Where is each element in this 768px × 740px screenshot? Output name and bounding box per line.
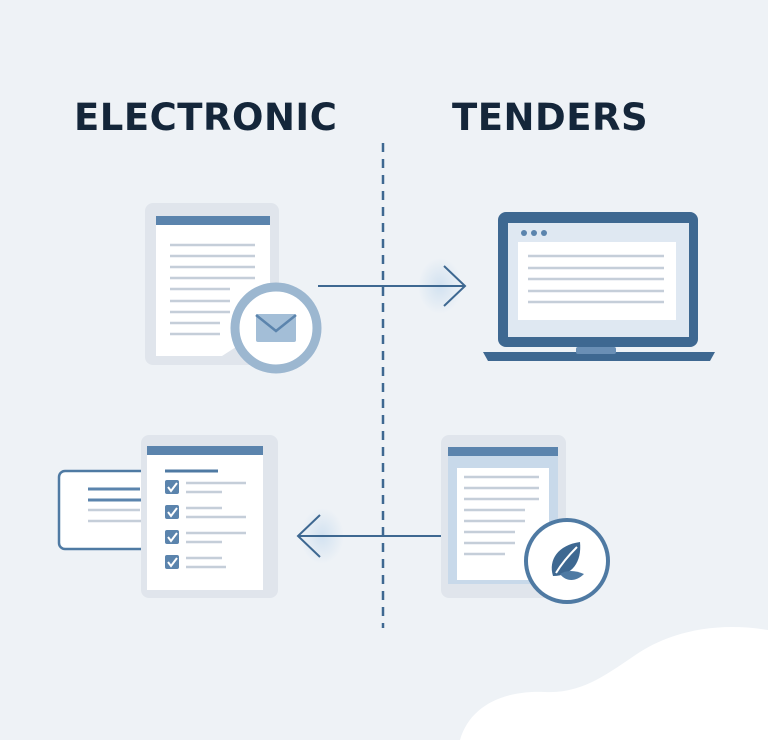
arrow-right — [318, 258, 467, 314]
heading-electronic: ELECTRONIC — [74, 96, 338, 139]
decorative-blob — [460, 626, 768, 740]
checkbox-checked-icon — [165, 480, 179, 494]
heading-tenders: TENDERS — [452, 96, 649, 139]
laptop-icon — [483, 212, 715, 361]
envelope-icon — [230, 282, 322, 374]
arrow-left — [296, 508, 447, 564]
document-text-lines — [170, 243, 255, 336]
checklist-document — [141, 435, 278, 598]
checkbox-checked-icon — [165, 505, 179, 519]
leaf-icon — [524, 518, 610, 604]
checkbox-checked-icon — [165, 555, 179, 569]
checkbox-checked-icon — [165, 530, 179, 544]
document-with-leaf — [441, 435, 566, 598]
